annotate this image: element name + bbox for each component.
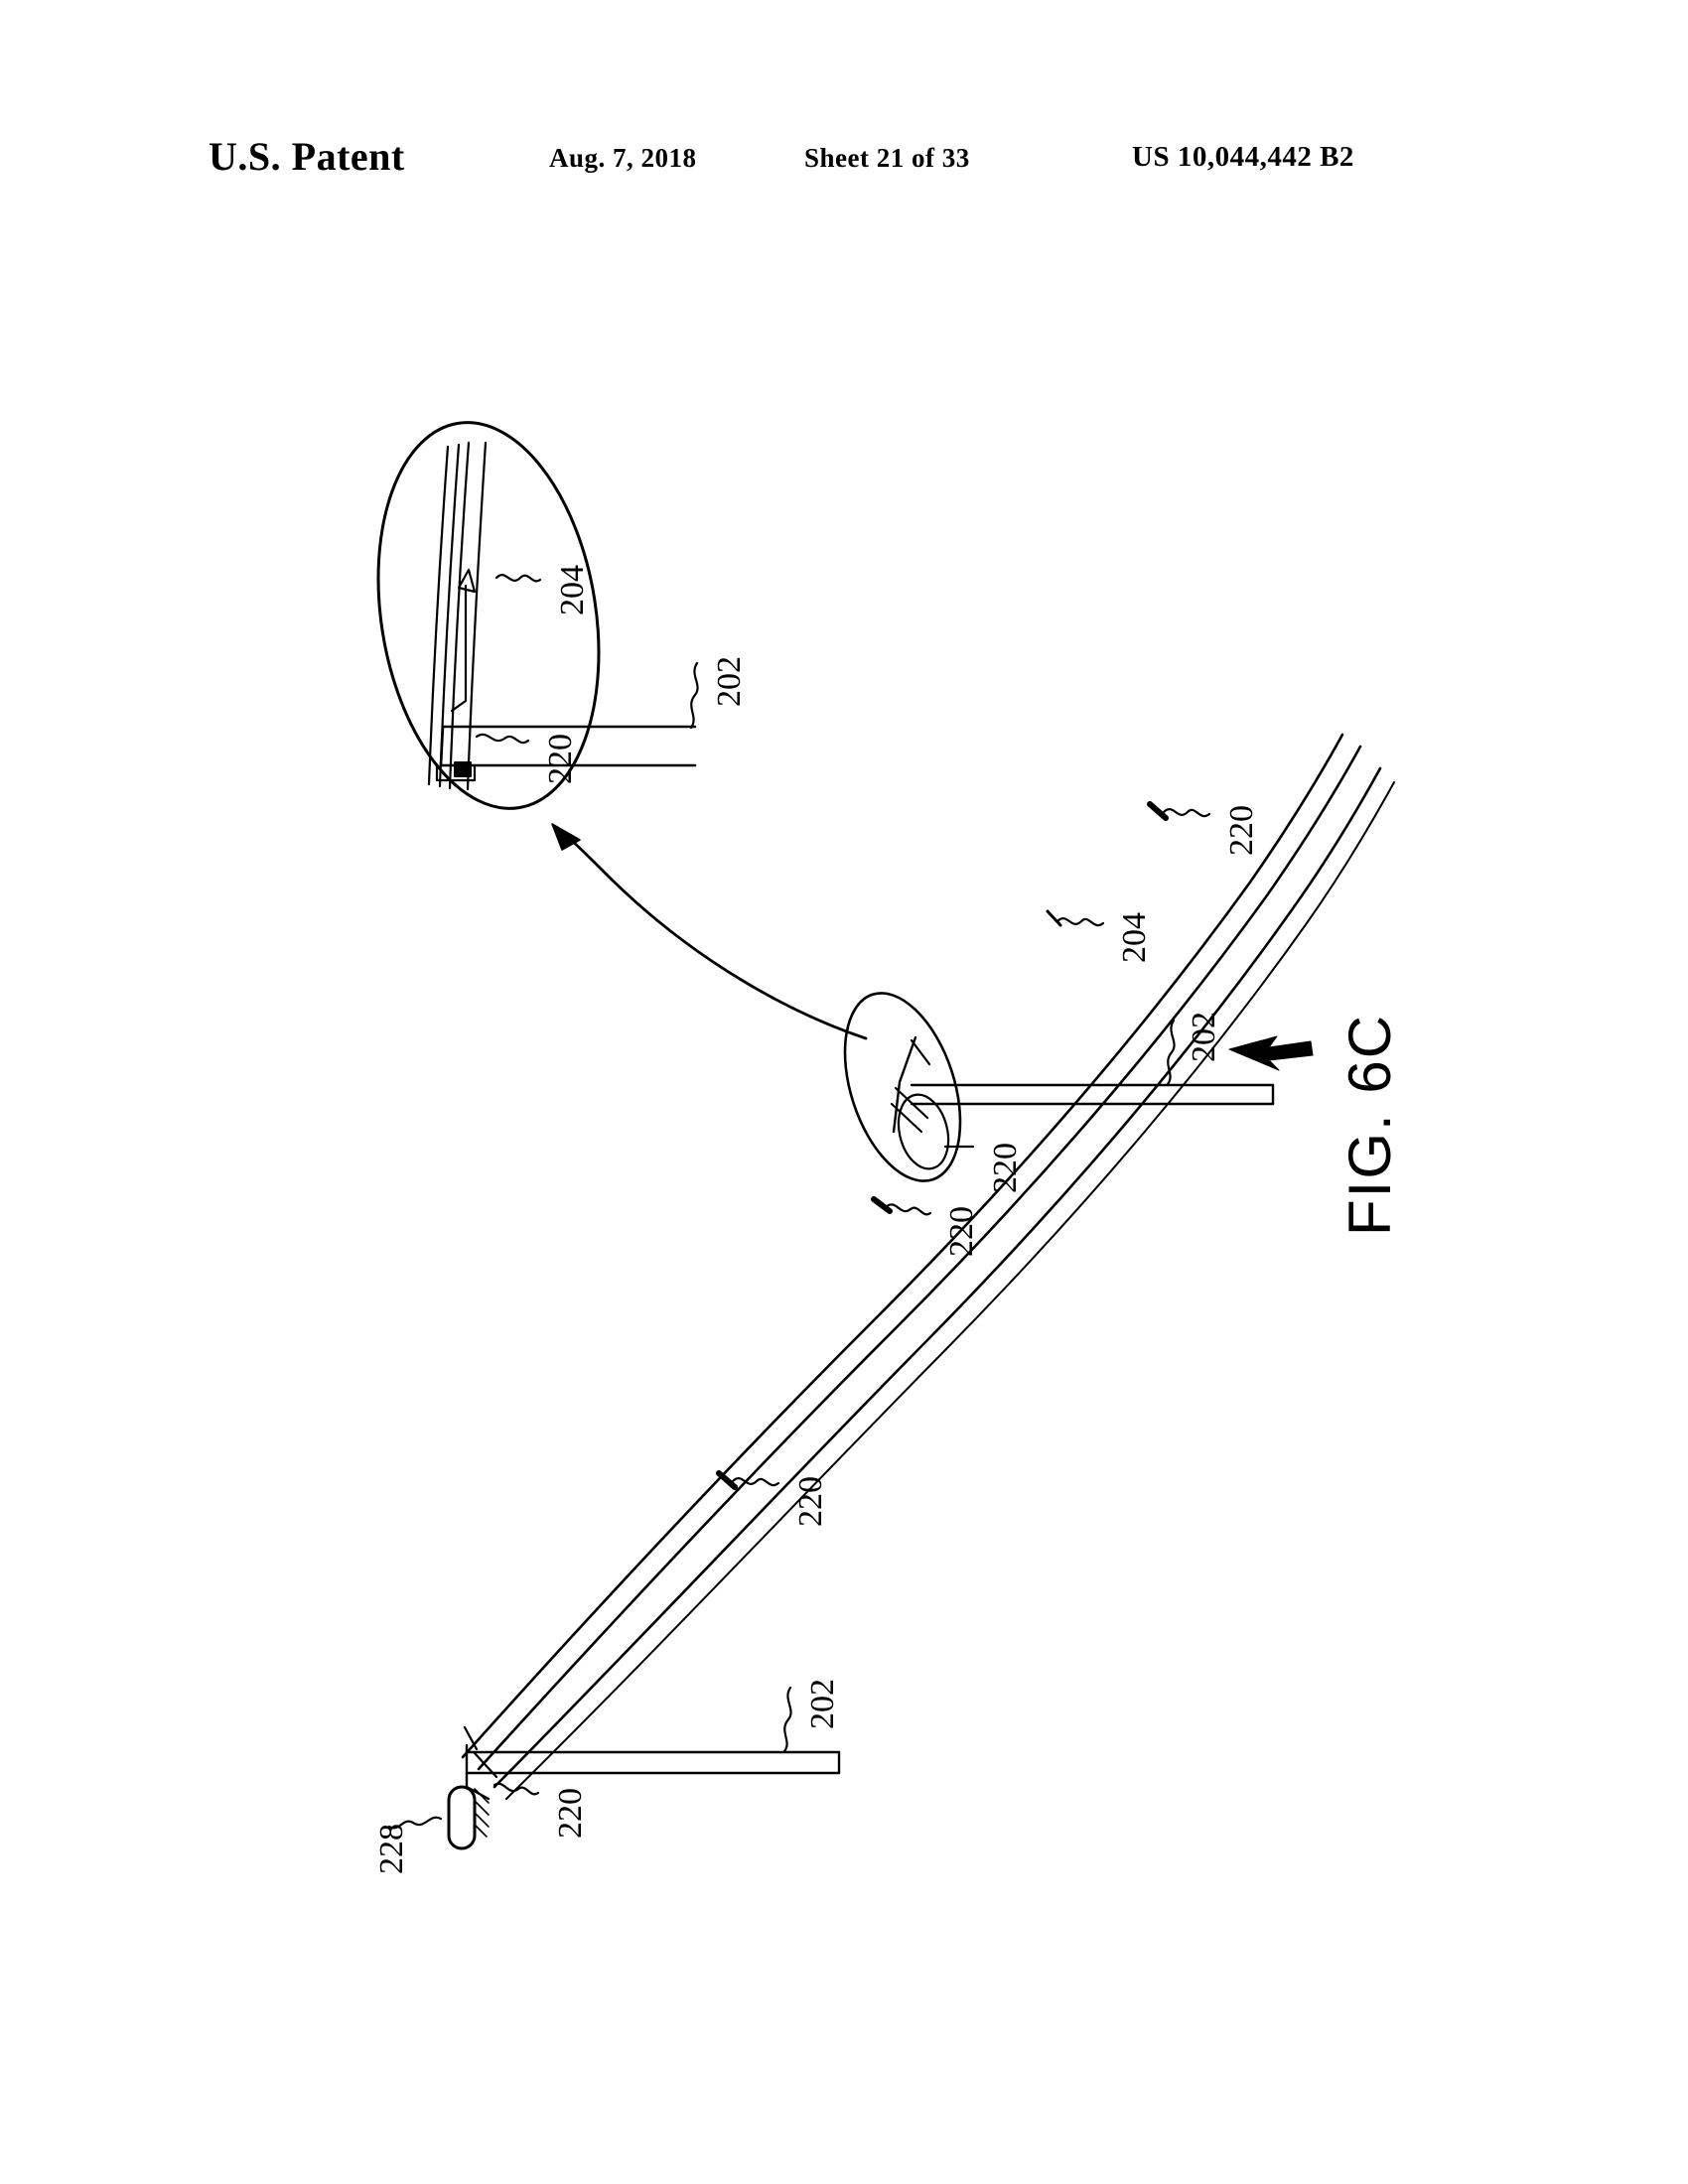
leader-rail-204 <box>1055 917 1105 927</box>
leader-rail-mid-220 <box>731 1477 780 1487</box>
mid-joint-brace-a <box>910 1038 931 1066</box>
leader-base-228 <box>387 1816 443 1830</box>
ref-label-mid-202: 202 <box>1186 1012 1222 1062</box>
detail-leader-arrowhead <box>551 823 581 851</box>
patent-header: U.S. Patent Aug. 7, 2018 Sheet 21 of 33 … <box>0 133 1688 193</box>
callout-clip-body <box>450 584 468 713</box>
leader-callout-202 <box>689 661 699 730</box>
callout-clip-arrowhead <box>457 568 477 594</box>
leader-mid-202 <box>1166 1019 1176 1086</box>
base-bracket-brace-2 <box>463 1725 479 1751</box>
mid-joint-pad <box>897 1093 950 1170</box>
mid-joint-brace-c <box>890 1102 923 1134</box>
callout-clip-foot <box>435 764 477 782</box>
ref-label-detail-220: 220 <box>542 734 579 784</box>
ref-label-detail-202: 202 <box>711 656 748 707</box>
figure-caption: FIG. 6C <box>1336 1013 1403 1236</box>
ref-label-rail-204: 204 <box>1116 912 1153 963</box>
callout-rail-line-1 <box>427 445 450 786</box>
view-direction-arrow <box>1228 1035 1314 1071</box>
mid-joint-bracket <box>892 1035 917 1134</box>
leader-callout-204 <box>494 574 542 583</box>
ref-label-mid-220-left: 220 <box>943 1206 980 1257</box>
base-foot-hatch-3 <box>474 1812 490 1828</box>
leader-base-220 <box>492 1782 540 1796</box>
detail-source-ellipse <box>843 992 962 1182</box>
ref-label-rail-upper-220: 220 <box>1223 805 1260 856</box>
leader-base-202 <box>782 1686 792 1753</box>
ref-label-base-202: 202 <box>804 1679 841 1729</box>
tick-rail-upper-220 <box>1147 801 1169 821</box>
patent-office-title: U.S. Patent <box>209 134 405 179</box>
detail-callout-ellipse <box>376 421 601 810</box>
patent-issue-date: Aug. 7, 2018 <box>549 143 697 173</box>
detail-leader-arrow <box>552 824 868 1040</box>
callout-clip-nub <box>454 761 472 777</box>
ref-label-detail-204: 204 <box>554 565 591 615</box>
ref-label-rail-mid-220: 220 <box>792 1476 829 1527</box>
tick-mid-220-left <box>871 1196 893 1214</box>
ref-label-mid-220-right: 220 <box>987 1143 1024 1193</box>
ref-label-base-220: 220 <box>552 1788 589 1839</box>
base-bracket-brace <box>473 1751 498 1779</box>
callout-beam-left-cap <box>439 725 445 767</box>
rail-edge-tread <box>505 781 1395 1800</box>
rail-edge-middle <box>477 745 1362 1771</box>
leader-mid-220-left <box>885 1203 932 1216</box>
callout-rail-line-3 <box>448 441 471 790</box>
leader-callout-220 <box>475 733 530 745</box>
callout-rail-line-4 <box>466 441 488 791</box>
ref-label-base-228: 228 <box>373 1824 410 1874</box>
rail-edge-outer <box>461 733 1344 1759</box>
base-foot-hatch-4 <box>474 1824 488 1838</box>
base-foot-hatch-1 <box>474 1788 490 1804</box>
base-foot-228 <box>447 1785 477 1850</box>
leader-rail-upper-220 <box>1162 808 1211 818</box>
rail-edge-inner <box>492 766 1382 1789</box>
patent-number: US 10,044,442 B2 <box>1132 141 1354 173</box>
base-foot-hatch-2 <box>474 1800 490 1816</box>
tick-rail-mid-220 <box>716 1470 738 1490</box>
sheet-number: Sheet 21 of 33 <box>804 143 970 173</box>
tick-rail-204 <box>1046 909 1062 927</box>
